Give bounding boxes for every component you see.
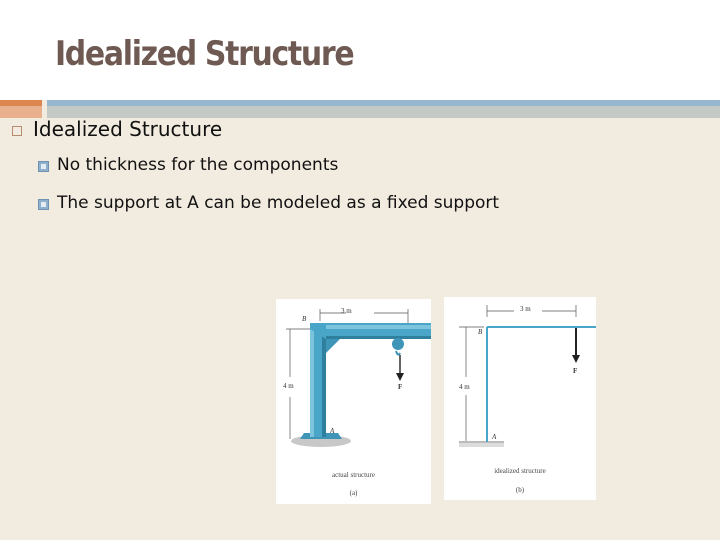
bullet-text: Idealized Structure xyxy=(33,117,223,141)
accent-bar-blue xyxy=(47,100,720,106)
figure-caption: idealized structure xyxy=(494,467,546,475)
figure-sublabel: (b) xyxy=(515,486,525,494)
point-a-label: A xyxy=(330,427,335,435)
filled-square-bullet-icon xyxy=(38,198,49,210)
hollow-square-bullet-icon xyxy=(12,125,22,136)
accent-bar-orange xyxy=(0,100,42,106)
bullet-level1: Idealized Structure xyxy=(12,117,222,141)
filled-square-bullet-icon xyxy=(38,160,49,172)
idealized-structure-drawing xyxy=(459,305,596,447)
title-area: Idealized Structure xyxy=(0,0,720,100)
accent-bar-gray xyxy=(47,106,720,118)
figure-actual-structure: 3 m B 4 m F A actual structure (a) xyxy=(276,299,431,504)
actual-structure-drawing xyxy=(286,309,431,447)
figure-sublabel: (a) xyxy=(349,489,358,497)
bullet-text: No thickness for the components xyxy=(57,155,339,175)
slide-title: Idealized Structure xyxy=(55,34,355,74)
dimension-vertical: 4 m xyxy=(459,383,470,391)
force-label: F xyxy=(573,367,578,375)
bullet-level2: No thickness for the components xyxy=(38,155,338,175)
dimension-horizontal: 3 m xyxy=(341,307,352,315)
accent-bar-orange-light xyxy=(0,106,42,118)
figure-caption: actual structure xyxy=(332,471,375,479)
bullet-level2: The support at A can be modeled as a fix… xyxy=(38,193,499,213)
point-b-label: B xyxy=(478,328,483,336)
bullet-text: The support at A can be modeled as a fix… xyxy=(57,193,500,213)
force-label: F xyxy=(398,383,403,391)
figure-idealized-structure: 3 m B 4 m F A idealized structure (b) xyxy=(444,297,596,500)
point-a-label: A xyxy=(492,433,497,441)
dimension-vertical: 4 m xyxy=(283,382,294,390)
point-b-label: B xyxy=(302,315,307,323)
dimension-horizontal: 3 m xyxy=(520,305,531,313)
